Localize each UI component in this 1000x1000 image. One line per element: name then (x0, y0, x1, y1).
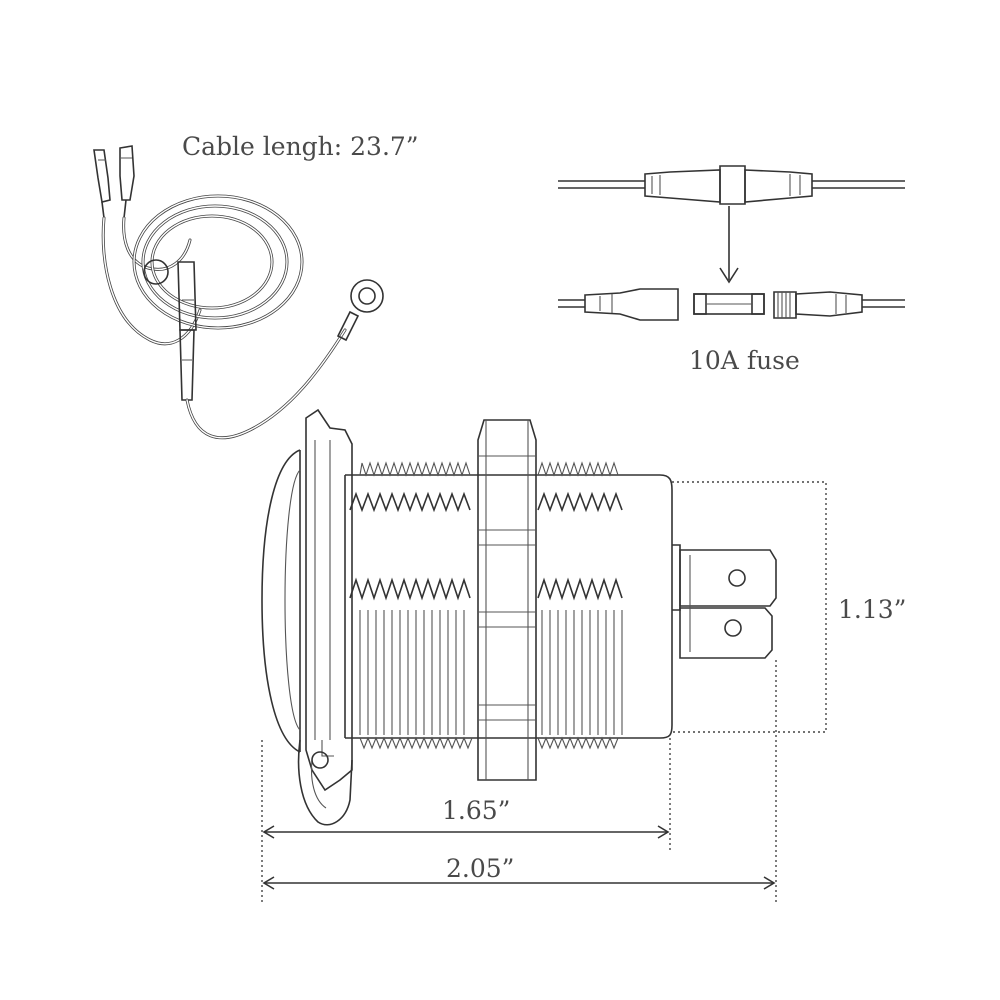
barrel-thread-lines (359, 610, 623, 735)
spade-connectors (93, 145, 135, 219)
threaded-barrel (344, 461, 673, 750)
cable-length-label: Cable lengh: 23.7” (182, 132, 419, 161)
socket-terminals (672, 544, 777, 659)
glass-fuse (693, 293, 765, 315)
overall-length-dimension (262, 660, 777, 905)
fuse-holder-assembled (558, 165, 905, 205)
fuse-rating-label: 10A fuse (689, 346, 800, 375)
height-dimension (672, 481, 827, 733)
ring-terminal (336, 279, 384, 342)
overall-length-dimension-label: 2.05” (446, 854, 515, 883)
socket-bezel (261, 408, 353, 826)
depth-dimension-label: 1.65” (442, 796, 511, 825)
height-dimension-label: 1.13” (838, 595, 907, 624)
down-arrow-icon (719, 206, 739, 284)
depth-dimension (261, 738, 671, 905)
cable-illustration (93, 145, 384, 440)
fuse-assembly-diagram (558, 165, 905, 321)
mounting-nut (477, 419, 537, 781)
inline-fuse-holder (177, 261, 197, 401)
socket-side-view (261, 408, 777, 826)
coiled-cable (132, 194, 304, 330)
fuse-holder-exploded (558, 288, 905, 321)
